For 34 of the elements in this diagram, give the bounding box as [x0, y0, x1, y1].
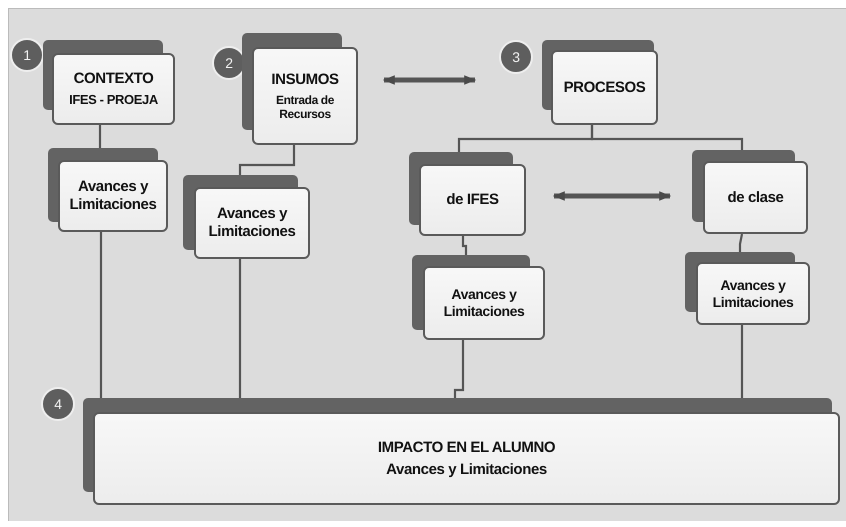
connector-line	[238, 259, 242, 398]
connector-line	[590, 125, 744, 150]
card-title: Avances y Limitaciones	[208, 205, 296, 241]
stacked-card	[542, 40, 658, 125]
card-title: INSUMOS	[270, 70, 340, 89]
card-title: Avances y Limitaciones	[712, 276, 794, 310]
connector-line	[98, 125, 102, 148]
card-title: de IFES	[445, 191, 500, 209]
stacked-card	[43, 40, 175, 125]
double-arrow	[552, 191, 672, 201]
stacked-card	[685, 252, 810, 325]
connector-line	[100, 232, 102, 398]
card-subtitle: Entrada de Recursos	[274, 92, 336, 122]
card-title: Avances y Limitaciones	[442, 286, 526, 320]
card-subtitle: IFES - PROEJA	[68, 92, 159, 108]
double-arrow	[382, 75, 476, 85]
connector-line	[454, 340, 464, 398]
connector-line	[462, 236, 468, 255]
card-title: Avances y Limitaciones	[68, 178, 158, 214]
connector-line	[740, 325, 744, 398]
stacked-card	[412, 255, 545, 340]
stacked-card	[83, 398, 840, 505]
stacked-card	[183, 175, 310, 259]
card-title: CONTEXTO	[72, 70, 154, 88]
card-title: IMPACTO EN EL ALUMNO	[376, 438, 556, 456]
card-subtitle: Avances y Limitaciones	[385, 460, 548, 478]
connector-line	[738, 234, 744, 252]
stacked-card	[409, 152, 526, 236]
card-title: de clase	[726, 188, 784, 206]
stacked-card	[48, 148, 168, 232]
stacked-card	[242, 33, 358, 145]
card-title: PROCESOS	[562, 78, 646, 96]
stacked-card	[692, 150, 808, 234]
connector-line	[238, 145, 296, 175]
